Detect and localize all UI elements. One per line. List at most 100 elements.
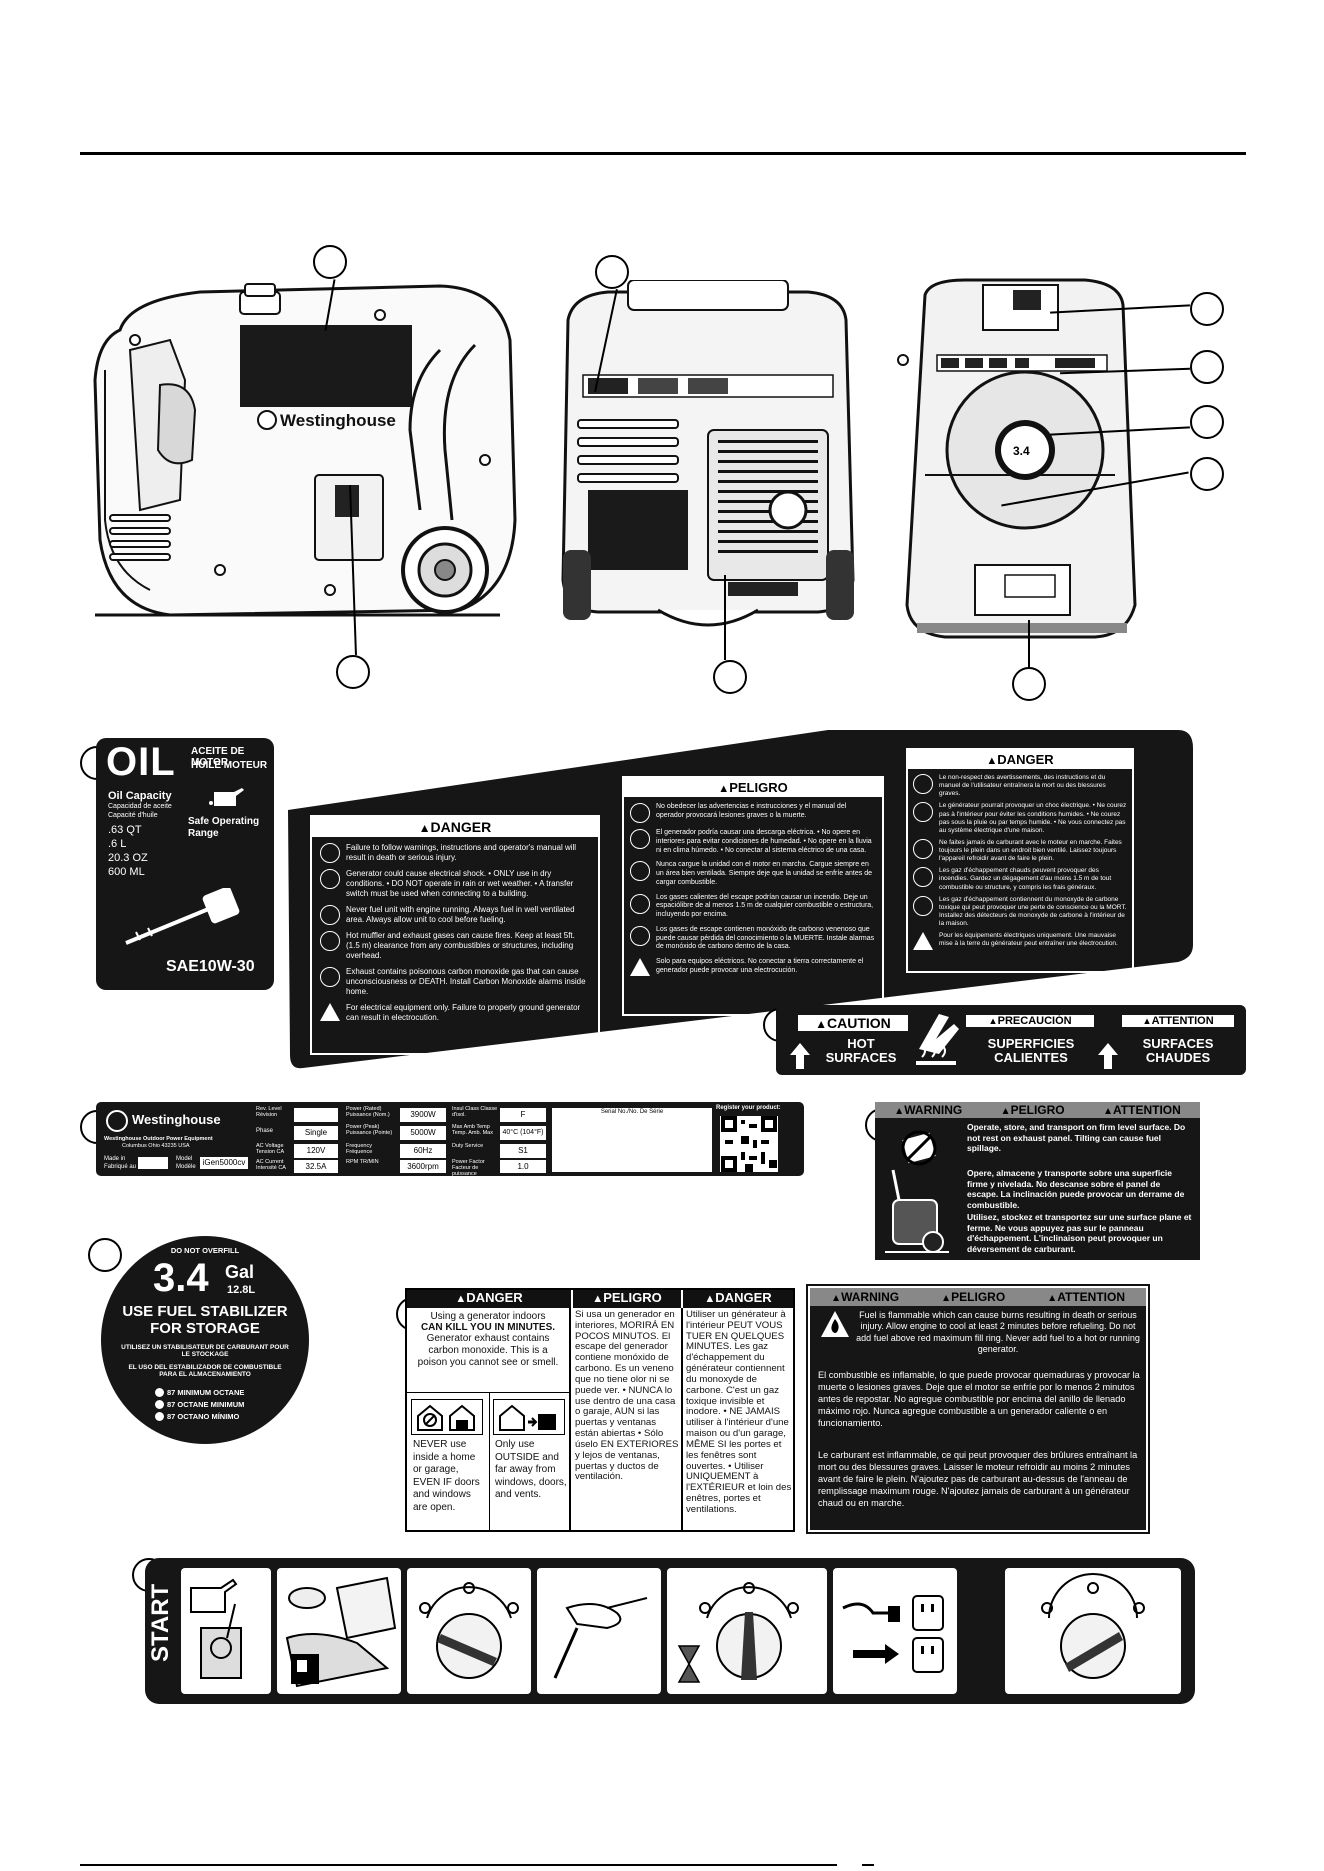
- start-title: START: [147, 1583, 174, 1662]
- no-tilt-icon: [901, 1130, 937, 1166]
- co-en-only: Only use OUTSIDE and far away from windo…: [495, 1439, 567, 1500]
- danger-fr-item: Pour les équipements électriques uniquem…: [939, 932, 1118, 948]
- danger-fr-item: Les gaz d'échappement chauds peuvent pro…: [939, 867, 1112, 891]
- danger-fr-panel: ▲ DANGER Le non-respect des avertissemen…: [906, 748, 1134, 973]
- spec-duty: S1: [500, 1144, 546, 1158]
- start-step-oil: [181, 1568, 271, 1694]
- arrow-up-icon: [1098, 1043, 1118, 1069]
- callout-top-1: [1190, 292, 1224, 326]
- danger-es-item: No obedecer las advertencias e instrucci…: [656, 803, 847, 819]
- stability-header-es: PELIGRO: [1010, 1103, 1065, 1117]
- flame-warning-icon: [820, 1310, 850, 1338]
- shock-icon: [630, 829, 650, 849]
- made-in-field: [138, 1157, 168, 1169]
- fuel-cap-stabilizer-en: USE FUEL STABILIZER FOR STORAGE: [122, 1303, 288, 1337]
- spec-phase: Single: [294, 1126, 338, 1140]
- fire-icon: [320, 905, 340, 925]
- stability-warning-label: ▲ WARNING ▲ PELIGRO ▲ ATTENTION Operate,…: [875, 1102, 1200, 1260]
- spec-voltage: 120V: [294, 1144, 338, 1158]
- octane-en: 87 MINIMUM OCTANE: [167, 1387, 245, 1397]
- spec-power-peak-label: Power (Peak) Puissance (Pointe): [346, 1124, 393, 1137]
- hot-muffler-icon: [630, 893, 650, 914]
- start-step-fuel: [277, 1568, 401, 1694]
- co-en-intro-1: Using a generator indoors: [430, 1311, 546, 1322]
- fuel-warning-text-fr: Le carburant est inflammable, ce qui peu…: [818, 1450, 1138, 1508]
- spec-power-rated-label: Power (Rated) Puissance (Nom.): [346, 1106, 390, 1119]
- spec-voltage-label: AC Voltage Tension CA: [256, 1143, 285, 1156]
- pump-icon: [155, 1387, 164, 1397]
- co-fr-header: DANGER: [715, 1290, 772, 1305]
- danger-fr-item: Le non-respect des avertissements, des i…: [939, 774, 1106, 798]
- oil-capacity-2: 20.3 OZ: [108, 852, 148, 864]
- danger-es-header: ▲ PELIGRO: [624, 778, 882, 797]
- fire-icon: [913, 838, 933, 859]
- spec-pf: 1.0: [500, 1160, 546, 1173]
- spec-insul: F: [500, 1108, 546, 1122]
- svg-text:3.4: 3.4: [1013, 444, 1030, 458]
- caution-en-header: ▲ CAUTION: [798, 1015, 908, 1031]
- fuel-cap-stabilizer-es: EL USO DEL ESTABILIZADOR DE COMBUSTIBLE …: [128, 1364, 282, 1379]
- manual-icon: [630, 803, 650, 823]
- shock-icon: [320, 869, 340, 889]
- oil-range-label: Safe Operating Range: [188, 816, 260, 839]
- hot-surface-icon: [914, 1009, 964, 1069]
- outdoor-icon: [493, 1399, 565, 1435]
- co-header-row: ▲ DANGER ▲ PELIGRO ▲ DANGER: [407, 1290, 793, 1308]
- spec-pf-label: Power Factor Facteur de puissance: [452, 1159, 485, 1176]
- co-es-text: Si usa un generador en interiores, MORIR…: [575, 1309, 679, 1483]
- co-en-never: NEVER use inside a home or garage, EVEN …: [413, 1439, 480, 1513]
- danger-es-item: Los gases calientes del escape podrían c…: [656, 893, 874, 919]
- start-step-knob-1: [407, 1568, 531, 1694]
- caution-fr-header: ▲ ATTENTION: [1122, 1015, 1234, 1027]
- oil-capacity-fr: Capacité d'huile: [108, 812, 158, 819]
- leader-line: [724, 575, 726, 660]
- spec-label: Westinghouse Westinghouse Outdoor Power …: [96, 1102, 804, 1176]
- caution-es-header: ▲ PRECAUCIÓN: [966, 1015, 1094, 1027]
- oil-capacity-1: .6 L: [108, 838, 127, 850]
- callout-side-fuel-label: [313, 245, 347, 279]
- stability-text-es: Opere, almacene y transporte sobre una s…: [967, 1168, 1185, 1210]
- callout-fuel-cap: [88, 1238, 122, 1272]
- fuel-cap-unit: Gal: [225, 1262, 255, 1282]
- spec-max-temp-label: Max Amb Temp Temp. Amb. Max: [452, 1124, 493, 1137]
- danger-en-item: For electrical equipment only. Failure t…: [346, 1003, 581, 1022]
- fuel-warning-header: ▲ WARNING ▲ PELIGRO ▲ ATTENTION: [810, 1288, 1146, 1306]
- start-label: START: [145, 1558, 1195, 1704]
- fuel-cap-liters: 12.8L: [227, 1284, 256, 1296]
- spec-model-label-fr: Modèle: [176, 1164, 196, 1170]
- co-danger-label: ▲ DANGER ▲ PELIGRO ▲ DANGER Using a gene…: [405, 1288, 795, 1532]
- danger-es-item: Solo para equipos eléctricos. No conecta…: [656, 958, 864, 974]
- danger-en-item: Never fuel unit with engine running. Alw…: [346, 905, 575, 924]
- spec-power-peak: 5000W: [400, 1126, 446, 1140]
- danger-fr-item: Ne faites jamais de carburant avec le mo…: [939, 838, 1122, 863]
- stability-text-fr: Utilisez, stockez et transportez sur une…: [967, 1212, 1192, 1254]
- spec-city: Columbus Ohio 43235 USA: [122, 1143, 190, 1149]
- fuel-warning-header-es: PELIGRO: [951, 1290, 1006, 1304]
- co-es-divider: [681, 1308, 683, 1530]
- generator-top-view: 3.4: [895, 275, 1145, 645]
- spec-rev-label: Rev. Level Révision: [256, 1106, 282, 1119]
- danger-en-item: Exhaust contains poisonous carbon monoxi…: [346, 967, 586, 996]
- co-icon: [913, 895, 933, 916]
- stability-header: ▲ WARNING ▲ PELIGRO ▲ ATTENTION: [875, 1102, 1200, 1118]
- spec-phase-label: Phase: [256, 1128, 274, 1134]
- danger-es-item: El generador podría causar una descarga …: [656, 829, 872, 854]
- leader-line: [1028, 620, 1030, 667]
- spec-current: 32.5A: [294, 1160, 338, 1173]
- serial-box: Serial No./No. De Série: [552, 1108, 712, 1172]
- fuel-warning-header-en: WARNING: [841, 1290, 900, 1304]
- spec-model-label: Model: [176, 1156, 193, 1162]
- front-brand-text: Westinghouse: [280, 411, 396, 430]
- spec-model: iGen5000cv: [200, 1157, 248, 1169]
- start-step-knob-3: [1005, 1568, 1181, 1694]
- fuel-warning-header-fr: ATTENTION: [1057, 1290, 1125, 1304]
- manual-icon: [320, 843, 340, 863]
- oil-capacity-title: Oil Capacity: [108, 790, 172, 802]
- spec-duty-label: Duty Service: [452, 1143, 484, 1149]
- bottom-rule-mark: [862, 1864, 874, 1866]
- spec-made-in: Made in: [104, 1156, 126, 1162]
- bottom-rule: [80, 1864, 837, 1866]
- fuel-cap-label: DO NOT OVERFILL 3.4 Gal 12.8L USE FUEL S…: [101, 1236, 309, 1444]
- house-no-icon: [411, 1399, 483, 1435]
- co-en-intro-bold: CAN KILL YOU IN MINUTES.: [420, 1322, 556, 1333]
